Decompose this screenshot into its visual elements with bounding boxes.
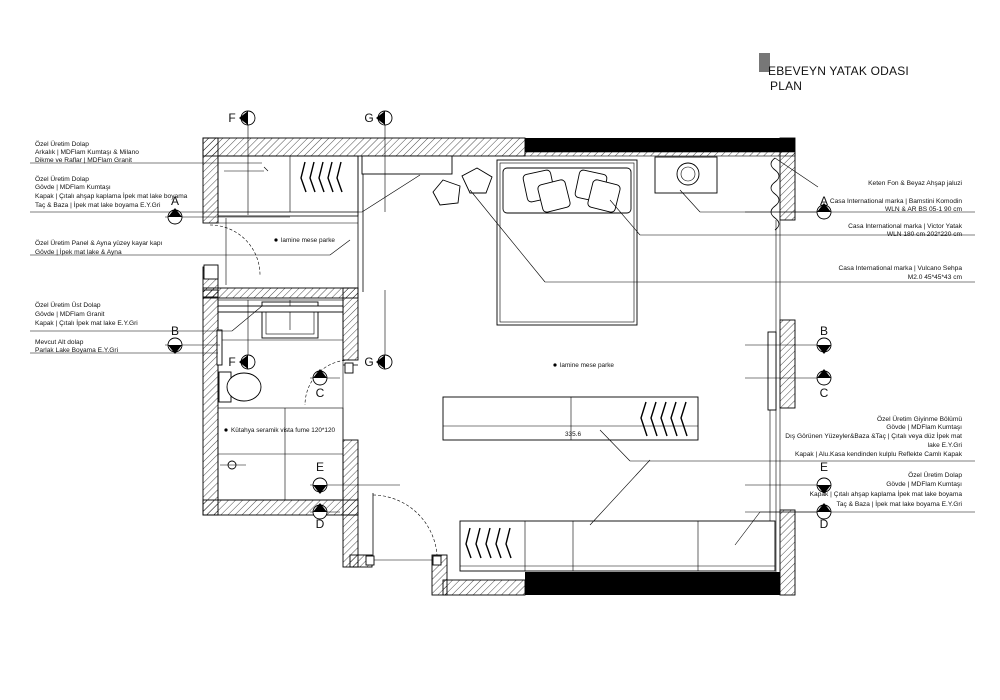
title-line1: EBEVEYN YATAK ODASI	[768, 64, 909, 78]
side-table-icon-2	[461, 167, 493, 194]
lamp-icon	[676, 162, 700, 186]
svg-text:WLN 180 cm 202*220 cm: WLN 180 cm 202*220 cm	[887, 231, 963, 238]
svg-text:Özel Üretim Dolap: Özel Üretim Dolap	[35, 175, 89, 183]
interior	[203, 155, 781, 590]
toilet-icon	[218, 371, 262, 403]
shower-head-icon	[220, 460, 246, 470]
bottom-wardrobe	[459, 520, 776, 572]
svg-text:G: G	[364, 355, 373, 369]
hangers-icon	[300, 161, 343, 193]
svg-text:Kapak | Alu.Kasa kendinden kul: Kapak | Alu.Kasa kendinden kulplu Reflek…	[795, 451, 963, 458]
svg-text:C: C	[316, 386, 325, 400]
svg-text:Kapak | Çıtalı İpek mat lake E: Kapak | Çıtalı İpek mat lake E.Y.Gri	[35, 318, 138, 327]
svg-text:Gövde | MDFlam Kumtaşı: Gövde | MDFlam Kumtaşı	[886, 481, 962, 488]
svg-text:F: F	[228, 355, 235, 369]
svg-text:G: G	[364, 111, 373, 125]
section-markers: A A B B C C D D E E	[165, 110, 832, 531]
svg-text:A: A	[171, 194, 179, 208]
dimension-label: 335.6	[565, 431, 581, 438]
svg-text:M2.0 45*45*43 cm: M2.0 45*45*43 cm	[908, 274, 963, 281]
svg-text:Gövde | İpek mat lake & Ayna: Gövde | İpek mat lake & Ayna	[35, 247, 122, 256]
svg-text:Casa International marka | Vul: Casa International marka | Vulcano Sehpa	[838, 265, 962, 272]
svg-text:E: E	[820, 460, 828, 474]
svg-text:Özel Üretim Dolap: Özel Üretim Dolap	[35, 140, 89, 148]
svg-text:WLN & AR BS 05-1 90 cm: WLN & AR BS 05-1 90 cm	[885, 206, 962, 213]
svg-text:Özel Üretim Üst Dolap: Özel Üretim Üst Dolap	[35, 301, 101, 309]
svg-text:Kapak | Çıtalı ahşap kaplama İ: Kapak | Çıtalı ahşap kaplama İpek mat la…	[35, 191, 188, 200]
walls	[202, 137, 796, 596]
svg-text:Özel Üretim Giyinme Bölümü: Özel Üretim Giyinme Bölümü	[877, 415, 962, 423]
svg-text:Casa International marka | Bam: Casa International marka | Bamstini Komo…	[830, 198, 963, 205]
svg-text:Mevcut Alt dolap: Mevcut Alt dolap	[35, 339, 84, 346]
dressing-island	[442, 396, 699, 441]
svg-text:Gövde | MDFlam Granit: Gövde | MDFlam Granit	[35, 311, 105, 318]
bath-floor-label: Kütahya seramik vista fume 120*120	[231, 427, 336, 434]
svg-text:C: C	[820, 386, 829, 400]
svg-text:B: B	[171, 324, 179, 338]
svg-text:B: B	[820, 324, 828, 338]
leader-lines	[30, 157, 975, 546]
svg-text:Taç & Baza | İpek mat lake boy: Taç & Baza | İpek mat lake boyama E.Y.Gr…	[35, 200, 161, 209]
svg-text:Arkalık | MDFlam Kumtaşı & Mil: Arkalık | MDFlam Kumtaşı & Milano	[35, 149, 139, 156]
svg-text:Casa International marka | Vic: Casa International marka | Victor Yatak	[848, 223, 963, 230]
svg-text:Özel Üretim Dolap: Özel Üretim Dolap	[908, 471, 962, 479]
bed	[496, 159, 638, 326]
svg-text:D: D	[820, 517, 829, 531]
svg-text:D: D	[316, 517, 325, 531]
svg-text:Gövde | MDFlam Kumtaşı: Gövde | MDFlam Kumtaşı	[35, 184, 111, 191]
svg-text:F: F	[228, 111, 235, 125]
side-table-icon	[432, 179, 461, 206]
svg-text:Keten Fon & Beyaz Ahşap jaluzi: Keten Fon & Beyaz Ahşap jaluzi	[868, 180, 962, 187]
left-notes: Özel Üretim Dolap Arkalık | MDFlam Kumta…	[35, 140, 188, 354]
svg-text:Taç & Baza | İpek mat lake boy: Taç & Baza | İpek mat lake boyama E.Y.Gr…	[837, 499, 963, 508]
svg-text:lake E.Y.Gri: lake E.Y.Gri	[928, 442, 963, 449]
right-notes: Keten Fon & Beyaz Ahşap jaluzi Casa Inte…	[785, 180, 962, 508]
svg-text:Özel Üretim Panel & Ayna yüzey: Özel Üretim Panel & Ayna yüzey kayar kap…	[35, 239, 163, 247]
svg-text:Kapak | Çıtalı ahşap kaplama İ: Kapak | Çıtalı ahşap kaplama İpek mat la…	[810, 489, 963, 498]
svg-text:A: A	[820, 194, 828, 208]
svg-text:Gövde | MDFlam Kumtaşı: Gövde | MDFlam Kumtaşı	[886, 424, 962, 431]
svg-text:E: E	[316, 460, 324, 474]
floor-label-1: lamine mese parke	[281, 237, 335, 244]
svg-text:Parlak Lake Boyama E.Y.Gri: Parlak Lake Boyama E.Y.Gri	[35, 347, 119, 354]
title-line2: PLAN	[770, 79, 802, 93]
title-square	[759, 53, 770, 72]
pillow-icon	[522, 169, 621, 213]
floor-label-2: lamine mese parke	[560, 362, 614, 369]
svg-text:Dış Görünen Yüzeyler&Baza &Taç: Dış Görünen Yüzeyler&Baza &Taç | Çıtalı …	[785, 431, 962, 440]
room-labels: lamine mese parke lamine mese parke Küta…	[224, 237, 614, 438]
svg-text:Dikme ve Raflar | MDFlam Grani: Dikme ve Raflar | MDFlam Granit	[35, 157, 132, 164]
curtain-icon	[770, 157, 780, 231]
